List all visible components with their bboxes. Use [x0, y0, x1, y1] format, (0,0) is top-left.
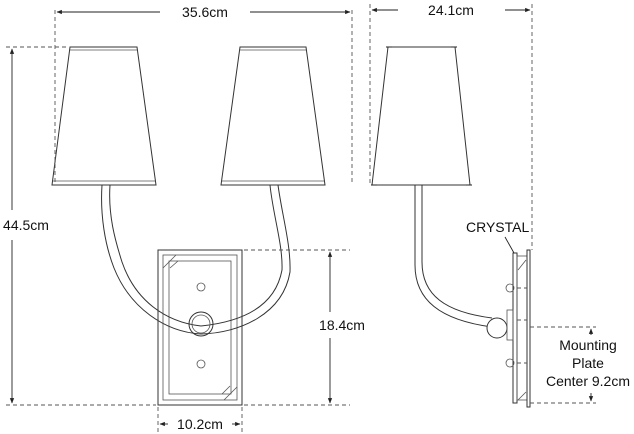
mounting-label-line3: Center 9.2cm	[546, 373, 630, 389]
plate-height-label: 18.4cm	[319, 317, 365, 333]
crystal-label: CRYSTAL	[466, 219, 529, 235]
side-depth-label: 24.1cm	[428, 2, 474, 18]
right-shade	[220, 46, 326, 186]
arms	[101, 184, 291, 337]
left-shade	[51, 46, 157, 186]
plate-width-label: 10.2cm	[177, 416, 223, 432]
side-arm	[414, 185, 508, 339]
front-width-label: 35.6cm	[182, 4, 228, 20]
front-view: 35.6cm 44.5cm 18.4cm 10.2cm	[3, 4, 365, 432]
mounting-label-line2: Plate	[572, 355, 604, 371]
side-backplate	[505, 249, 531, 408]
mounting-label-line1: Mounting	[559, 337, 617, 353]
side-view: 24.1cm CRYSTAL Mounting Plate Center 9.2…	[369, 2, 630, 408]
height-label: 44.5cm	[3, 217, 49, 233]
side-shade	[371, 46, 472, 186]
